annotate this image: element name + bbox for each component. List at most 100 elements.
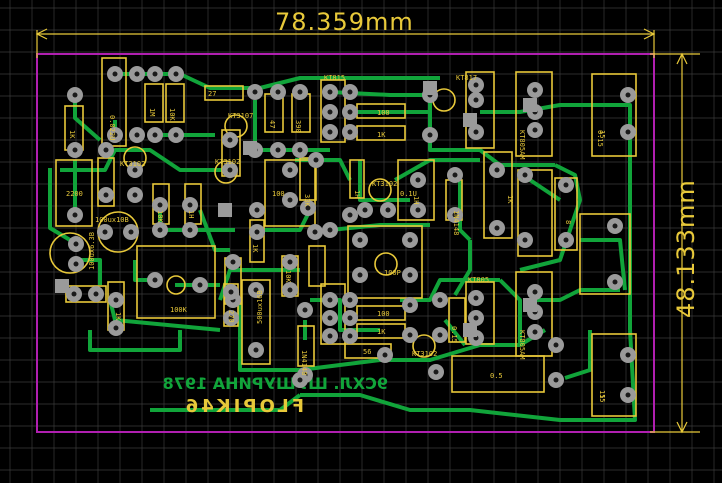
through-hole-pad[interactable]	[322, 222, 338, 238]
through-hole-pad[interactable]	[292, 84, 308, 100]
through-hole-pad[interactable]	[432, 327, 448, 343]
through-hole-pad[interactable]	[322, 310, 338, 326]
through-hole-pad[interactable]	[67, 87, 83, 103]
square-pad[interactable]	[243, 141, 257, 155]
through-hole-pad[interactable]	[225, 254, 241, 270]
through-hole-pad[interactable]	[447, 207, 463, 223]
through-hole-pad[interactable]	[322, 104, 338, 120]
through-hole-pad[interactable]	[527, 324, 543, 340]
square-pad[interactable]	[523, 98, 537, 112]
through-hole-pad[interactable]	[402, 327, 418, 343]
through-hole-pad[interactable]	[352, 267, 368, 283]
through-hole-pad[interactable]	[527, 82, 543, 98]
through-hole-pad[interactable]	[67, 142, 83, 158]
through-hole-pad[interactable]	[270, 142, 286, 158]
through-hole-pad[interactable]	[129, 127, 145, 143]
through-hole-pad[interactable]	[152, 197, 168, 213]
through-hole-pad[interactable]	[402, 267, 418, 283]
through-hole-pad[interactable]	[468, 92, 484, 108]
through-hole-pad[interactable]	[380, 202, 396, 218]
square-pad[interactable]	[463, 113, 477, 127]
through-hole-pad[interactable]	[249, 224, 265, 240]
through-hole-pad[interactable]	[322, 84, 338, 100]
through-hole-pad[interactable]	[468, 124, 484, 140]
through-hole-pad[interactable]	[223, 284, 239, 300]
through-hole-pad[interactable]	[308, 152, 324, 168]
through-hole-pad[interactable]	[97, 224, 113, 240]
through-hole-pad[interactable]	[98, 142, 114, 158]
through-hole-pad[interactable]	[352, 232, 368, 248]
through-hole-pad[interactable]	[292, 142, 308, 158]
through-hole-pad[interactable]	[620, 87, 636, 103]
through-hole-pad[interactable]	[88, 286, 104, 302]
through-hole-pad[interactable]	[192, 277, 208, 293]
through-hole-pad[interactable]	[607, 274, 623, 290]
through-hole-pad[interactable]	[548, 372, 564, 388]
through-hole-pad[interactable]	[342, 292, 358, 308]
through-hole-pad[interactable]	[620, 124, 636, 140]
through-hole-pad[interactable]	[402, 297, 418, 313]
through-hole-pad[interactable]	[357, 202, 373, 218]
through-hole-pad[interactable]	[247, 84, 263, 100]
through-hole-pad[interactable]	[67, 207, 83, 223]
through-hole-pad[interactable]	[342, 104, 358, 120]
through-hole-pad[interactable]	[282, 162, 298, 178]
through-hole-pad[interactable]	[322, 292, 338, 308]
through-hole-pad[interactable]	[248, 342, 264, 358]
through-hole-pad[interactable]	[292, 372, 308, 388]
square-pad[interactable]	[463, 323, 477, 337]
through-hole-pad[interactable]	[517, 232, 533, 248]
through-hole-pad[interactable]	[558, 232, 574, 248]
through-hole-pad[interactable]	[282, 282, 298, 298]
through-hole-pad[interactable]	[98, 187, 114, 203]
through-hole-pad[interactable]	[342, 124, 358, 140]
through-hole-pad[interactable]	[68, 236, 84, 252]
through-hole-pad[interactable]	[558, 177, 574, 193]
through-hole-pad[interactable]	[129, 66, 145, 82]
through-hole-pad[interactable]	[527, 122, 543, 138]
through-hole-pad[interactable]	[107, 127, 123, 143]
through-hole-pad[interactable]	[249, 202, 265, 218]
through-hole-pad[interactable]	[147, 272, 163, 288]
through-hole-pad[interactable]	[147, 127, 163, 143]
through-hole-pad[interactable]	[342, 328, 358, 344]
through-hole-pad[interactable]	[147, 66, 163, 82]
through-hole-pad[interactable]	[428, 364, 444, 380]
through-hole-pad[interactable]	[432, 292, 448, 308]
through-hole-pad[interactable]	[410, 172, 426, 188]
square-pad[interactable]	[523, 298, 537, 312]
through-hole-pad[interactable]	[108, 292, 124, 308]
through-hole-pad[interactable]	[342, 84, 358, 100]
through-hole-pad[interactable]	[297, 302, 313, 318]
through-hole-pad[interactable]	[282, 254, 298, 270]
through-hole-pad[interactable]	[527, 284, 543, 300]
through-hole-pad[interactable]	[548, 337, 564, 353]
through-hole-pad[interactable]	[107, 66, 123, 82]
through-hole-pad[interactable]	[322, 328, 338, 344]
through-hole-pad[interactable]	[447, 167, 463, 183]
through-hole-pad[interactable]	[422, 127, 438, 143]
through-hole-pad[interactable]	[123, 224, 139, 240]
through-hole-pad[interactable]	[468, 77, 484, 93]
through-hole-pad[interactable]	[182, 197, 198, 213]
through-hole-pad[interactable]	[182, 222, 198, 238]
through-hole-pad[interactable]	[402, 232, 418, 248]
through-hole-pad[interactable]	[222, 162, 238, 178]
through-hole-pad[interactable]	[127, 162, 143, 178]
through-hole-pad[interactable]	[270, 84, 286, 100]
through-hole-pad[interactable]	[68, 256, 84, 272]
through-hole-pad[interactable]	[282, 192, 298, 208]
square-pad[interactable]	[218, 203, 232, 217]
through-hole-pad[interactable]	[342, 207, 358, 223]
through-hole-pad[interactable]	[620, 347, 636, 363]
through-hole-pad[interactable]	[322, 124, 338, 140]
through-hole-pad[interactable]	[489, 162, 505, 178]
through-hole-pad[interactable]	[517, 167, 533, 183]
through-hole-pad[interactable]	[300, 200, 316, 216]
through-hole-pad[interactable]	[222, 132, 238, 148]
through-hole-pad[interactable]	[307, 224, 323, 240]
through-hole-pad[interactable]	[168, 66, 184, 82]
through-hole-pad[interactable]	[620, 387, 636, 403]
